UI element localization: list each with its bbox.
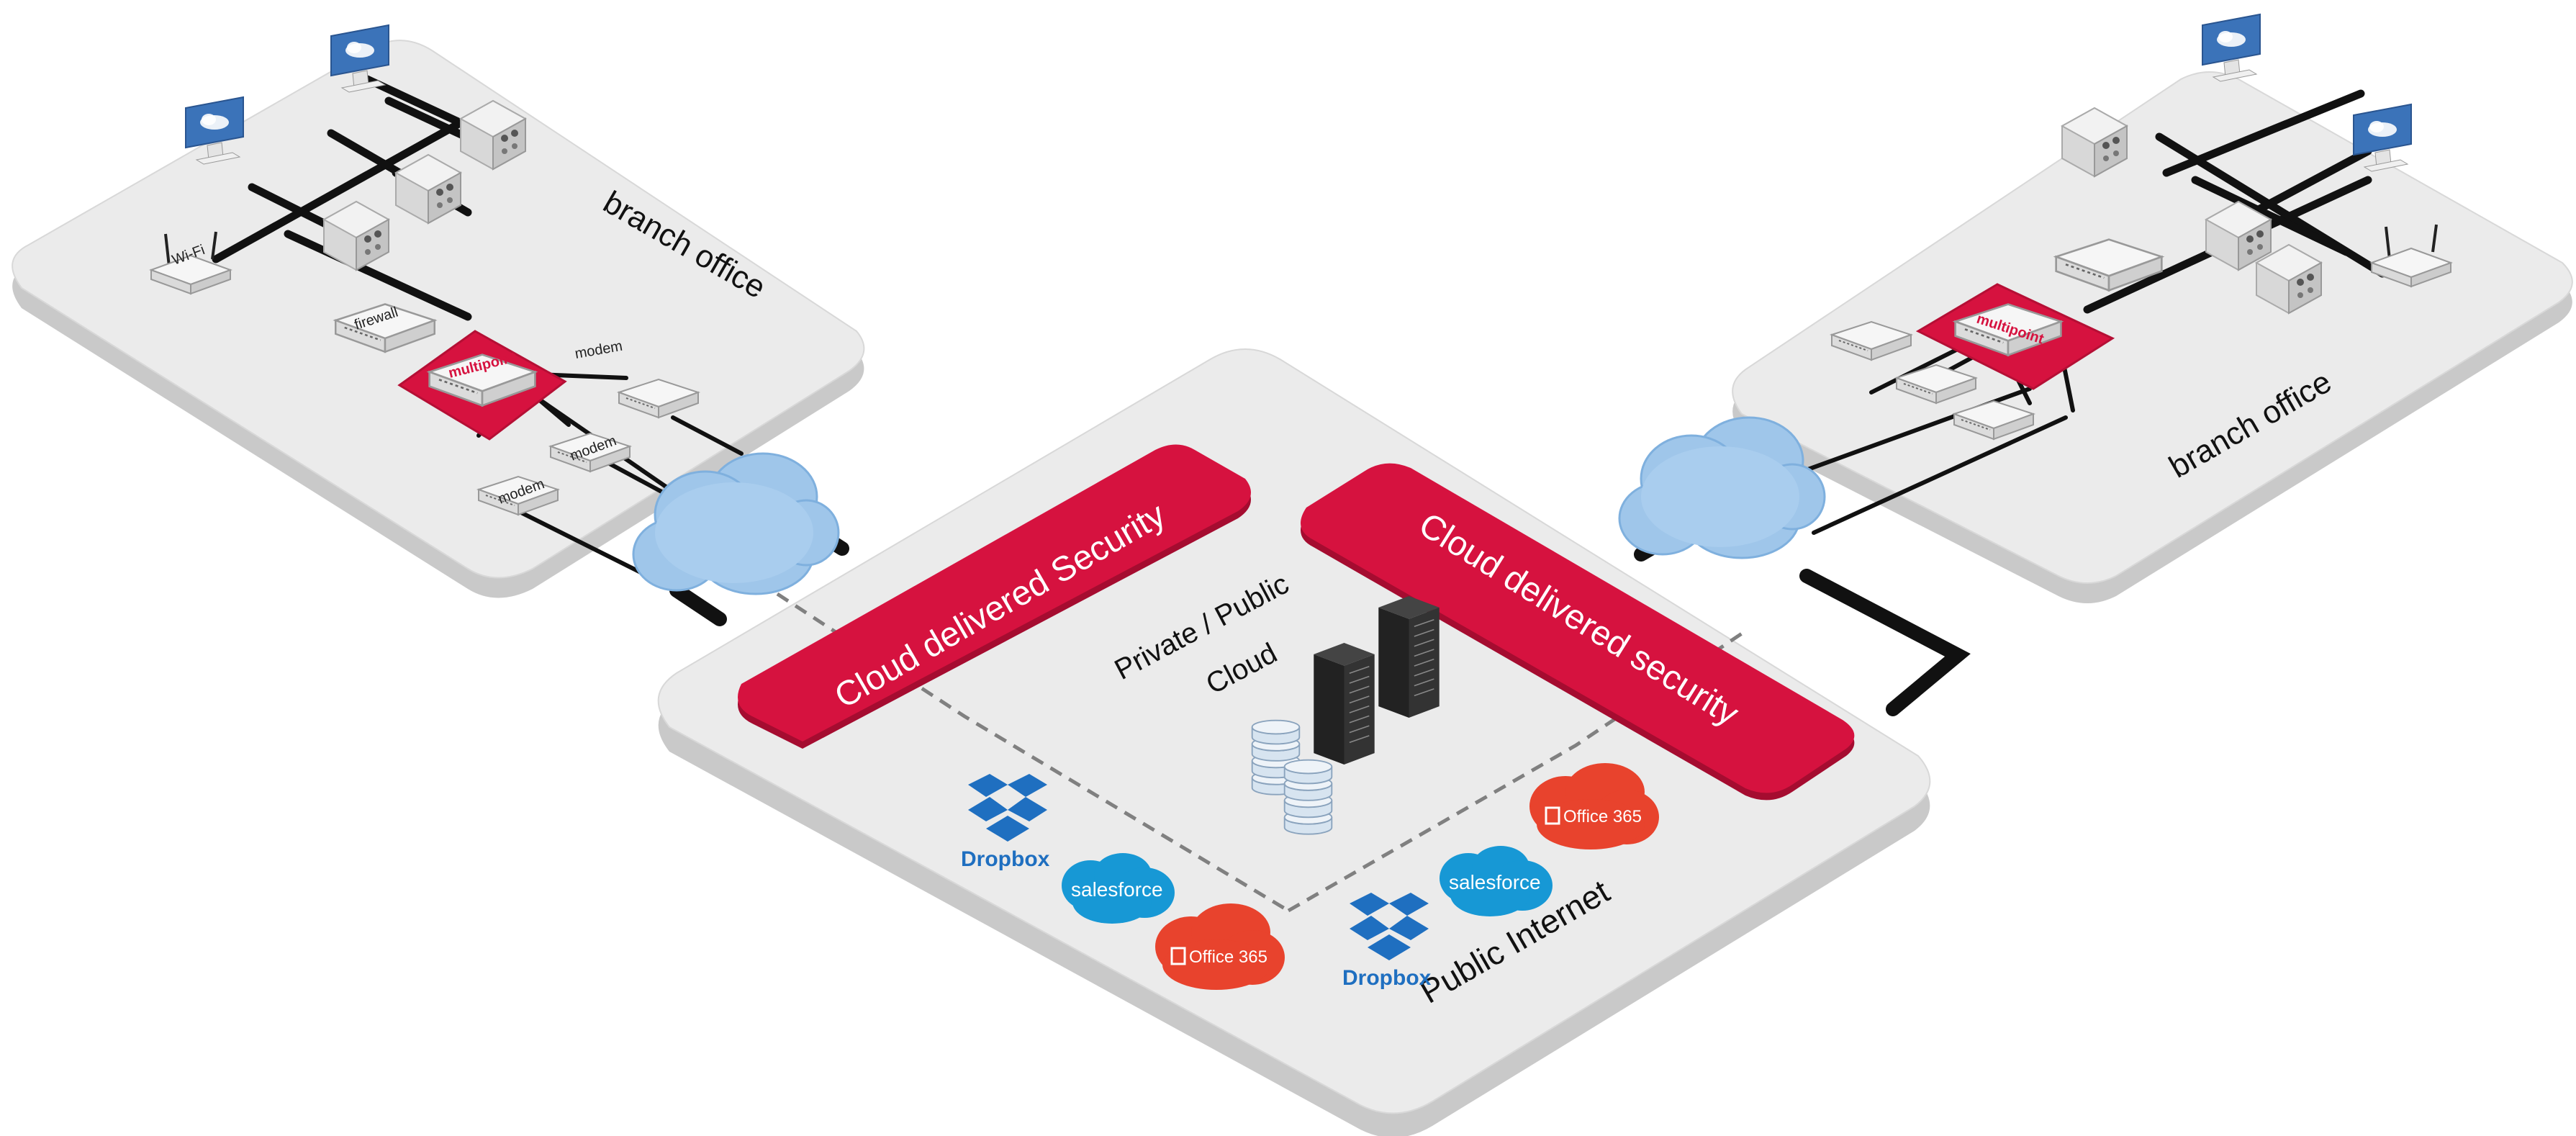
dropbox-logo-left: Dropbox	[961, 774, 1050, 871]
office365-logo-left: Office 365	[1155, 903, 1285, 990]
server-rack-icon	[1378, 595, 1440, 718]
cable-right-cloud-down	[1799, 569, 1971, 716]
dropbox-label: Dropbox	[1342, 966, 1432, 990]
dropbox-label: Dropbox	[961, 847, 1050, 871]
salesforce-logo-right: salesforce	[1440, 846, 1553, 916]
left-branch-platform	[12, 40, 865, 598]
server-rack-icon	[1313, 642, 1375, 765]
cable-left-cloud-to-platform	[669, 583, 727, 626]
internet-cloud-icon-right	[1618, 416, 1826, 559]
salesforce-label: salesforce	[1071, 878, 1163, 901]
public-internet-area: Public Internet Dropbox Dropbox	[961, 763, 1659, 1011]
left-multipoint-router: multipoint	[397, 330, 567, 441]
right-multipoint-router: multipoint	[1915, 283, 2115, 390]
database-icon	[1283, 759, 1333, 835]
salesforce-logo-left: salesforce	[1062, 853, 1175, 924]
office365-label: Office 365	[1189, 947, 1267, 967]
office365-label: Office 365	[1563, 807, 1642, 826]
salesforce-label: salesforce	[1449, 871, 1541, 893]
dropbox-logo-right: Dropbox	[1342, 893, 1432, 990]
office365-logo-right: Office 365	[1529, 763, 1659, 849]
